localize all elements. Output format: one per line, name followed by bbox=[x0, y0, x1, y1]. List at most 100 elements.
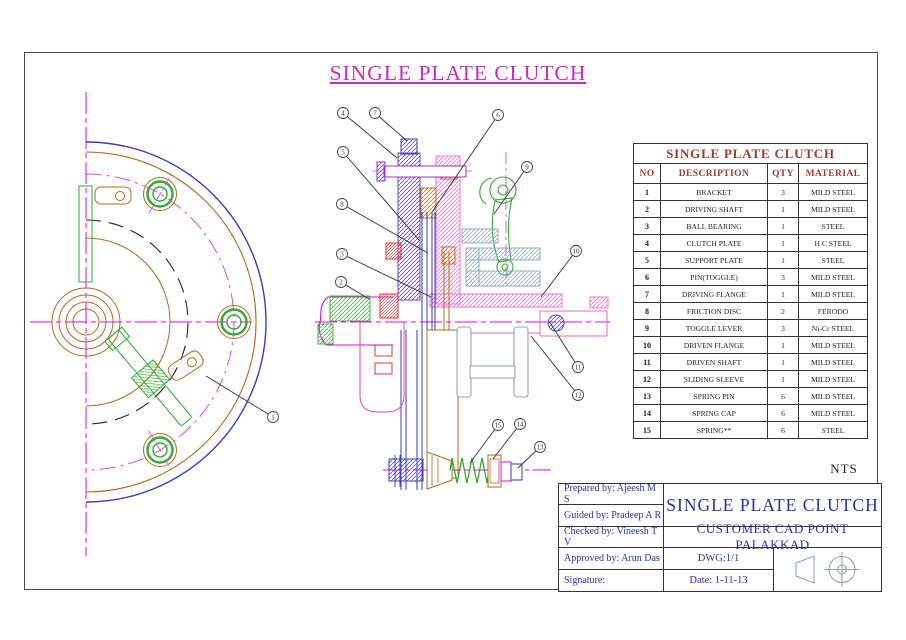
spring-detail bbox=[383, 451, 552, 490]
part-no: 2 bbox=[633, 200, 661, 218]
part-no: 15 bbox=[633, 421, 661, 439]
part-material: STEEL bbox=[798, 251, 868, 269]
part-qty: 3 bbox=[767, 183, 799, 201]
part-material: MILD STEEL bbox=[798, 268, 868, 286]
spring-seat-cone bbox=[426, 451, 453, 490]
callout-leader bbox=[540, 250, 577, 298]
first-angle-projection-icon bbox=[795, 552, 860, 587]
front-view bbox=[30, 92, 267, 556]
callout-number: 4 bbox=[341, 109, 345, 117]
col-header-qty: QTY bbox=[767, 163, 799, 184]
part-qty: 1 bbox=[767, 336, 799, 354]
callout-balloon bbox=[492, 109, 504, 121]
sliding-sleeve bbox=[456, 326, 529, 398]
driving-flange-section bbox=[435, 155, 461, 305]
part-no: 9 bbox=[633, 319, 661, 337]
top-bolt-shank bbox=[383, 165, 467, 178]
part-material: MILD STEEL bbox=[798, 353, 868, 371]
shaft-break-section bbox=[317, 323, 334, 345]
part-material: MILD STEEL bbox=[798, 183, 868, 201]
friction-lines bbox=[443, 252, 450, 330]
parts-table: SINGLE PLATE CLUTCH NO DESCRIPTION QTY M… bbox=[633, 143, 868, 439]
callout-leader bbox=[342, 151, 420, 241]
title-block-drawing-title: SINGLE PLATE CLUTCH bbox=[664, 484, 881, 527]
callout-leader bbox=[374, 112, 408, 142]
part-material: MILD STEEL bbox=[798, 370, 868, 388]
col-header-description: DESCRIPTION bbox=[660, 163, 768, 184]
callout-leader bbox=[342, 112, 398, 159]
part-no: 14 bbox=[633, 404, 661, 422]
part-material: FERODO bbox=[798, 302, 868, 320]
callout-balloon bbox=[521, 161, 533, 173]
dwg-number: DWG:1/1 bbox=[664, 548, 774, 570]
part-no: 11 bbox=[633, 353, 661, 371]
part-description: DRIVEN FLANGE bbox=[660, 336, 768, 354]
callout-leader bbox=[530, 335, 579, 396]
callout-leader bbox=[341, 253, 432, 298]
part-no: 5 bbox=[633, 251, 661, 269]
callout-number: 11 bbox=[575, 363, 582, 371]
spring-bolt-right bbox=[217, 305, 251, 339]
part-description: FRICTION DISC bbox=[660, 302, 768, 320]
callout-number: 13 bbox=[537, 443, 545, 451]
flange-bolt-lower2 bbox=[374, 362, 393, 375]
part-material: MILD STEEL bbox=[798, 404, 868, 422]
flywheel-outer-arc bbox=[85, 141, 267, 503]
flange-bolt-section bbox=[379, 293, 399, 319]
part-no: 12 bbox=[633, 370, 661, 388]
callout-balloon bbox=[570, 245, 582, 257]
part-no: 1 bbox=[633, 183, 661, 201]
callout-leader bbox=[548, 320, 579, 368]
bracket-lower bbox=[167, 350, 204, 381]
callout-number: 14 bbox=[517, 420, 525, 428]
title-block: Prepared by: Ajeesh M S Guided by: Prade… bbox=[558, 483, 882, 592]
spring-bolt-bottom bbox=[143, 430, 177, 470]
toggle-lever-front bbox=[104, 326, 192, 426]
spring-pin-nut bbox=[500, 461, 512, 482]
checked-by: Checked by: Vineesh T V bbox=[559, 526, 664, 548]
part-description: BRACKET bbox=[660, 183, 768, 201]
driven-flange-hub-bar bbox=[429, 293, 563, 308]
flange-hub-right bbox=[589, 296, 609, 309]
part-qty: 2 bbox=[767, 302, 799, 320]
flange-bolt-lower1 bbox=[374, 344, 393, 357]
part-description: DRIVING SHAFT bbox=[660, 200, 768, 218]
callout-number: 1 bbox=[271, 413, 275, 421]
part-qty: 1 bbox=[767, 285, 799, 303]
callout-number: 9 bbox=[525, 163, 529, 171]
projection-symbol-cell bbox=[774, 548, 881, 591]
scale-note: NTS bbox=[830, 461, 858, 476]
approved-by: Approved by: Arun Das bbox=[559, 548, 664, 570]
part-description: CLUTCH PLATE bbox=[660, 234, 768, 252]
part-material: MILD STEEL bbox=[798, 200, 868, 218]
callout-number: 2 bbox=[339, 278, 343, 286]
col-header-material: MATERIAL bbox=[798, 163, 868, 184]
part-description: SUPPORT PLATE bbox=[660, 251, 768, 269]
drawing-border-frame bbox=[24, 52, 878, 590]
callout-number: 7 bbox=[373, 109, 377, 117]
callout-balloon bbox=[335, 276, 347, 288]
part-qty: 1 bbox=[767, 200, 799, 218]
callout-balloon bbox=[337, 107, 349, 119]
callout-balloon bbox=[337, 146, 349, 158]
callout-leader bbox=[469, 424, 499, 464]
spring-coil bbox=[449, 457, 490, 484]
part-description: DRIVING FLANGE bbox=[660, 285, 768, 303]
dwg-date: Date: 1-11-13 bbox=[664, 570, 774, 591]
part-qty: 1 bbox=[767, 234, 799, 252]
part-description: BALL BEARING bbox=[660, 217, 768, 235]
part-material: MILD STEEL bbox=[798, 285, 868, 303]
inner-cover-arc bbox=[85, 237, 171, 407]
